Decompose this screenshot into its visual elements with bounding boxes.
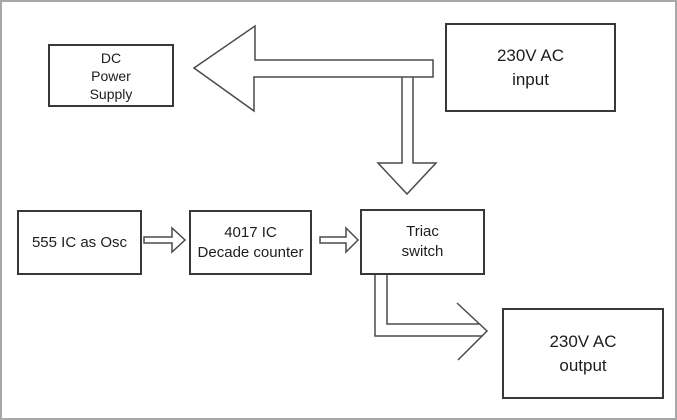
block-label-line: output — [559, 355, 607, 375]
block-label-line: 4017 IC — [224, 223, 277, 241]
block-label-line: Power — [91, 67, 131, 84]
block-4017-decade-counter: 4017 IC Decade counter — [189, 210, 312, 275]
arrow-555-to-4017 — [143, 226, 187, 254]
block-dc-power-supply: DC Power Supply — [48, 44, 174, 107]
arrow-ac-input-to-triac — [376, 77, 438, 196]
block-label-line: 230V AC — [549, 331, 617, 351]
arrow-ac-input-to-dc-supply — [192, 24, 434, 113]
block-label-line: Triac — [406, 223, 439, 240]
block-label-line: 555 IC as Osc — [31, 233, 128, 251]
block-555-ic-oscillator: 555 IC as Osc — [17, 210, 142, 275]
arrow-triac-to-ac-output — [374, 273, 489, 361]
block-label-line: 230V AC — [496, 45, 565, 65]
block-230v-ac-input: 230V AC input — [445, 23, 616, 112]
block-label-line: DC — [100, 49, 122, 66]
block-label-line: Supply — [89, 85, 133, 102]
block-label-line: switch — [401, 243, 444, 260]
block-label-line: Decade counter — [197, 243, 304, 261]
arrow-4017-to-triac — [319, 226, 360, 254]
block-230v-ac-output: 230V AC output — [502, 308, 664, 399]
block-label-line: input — [512, 69, 549, 89]
block-triac-switch: Triac switch — [360, 209, 485, 275]
